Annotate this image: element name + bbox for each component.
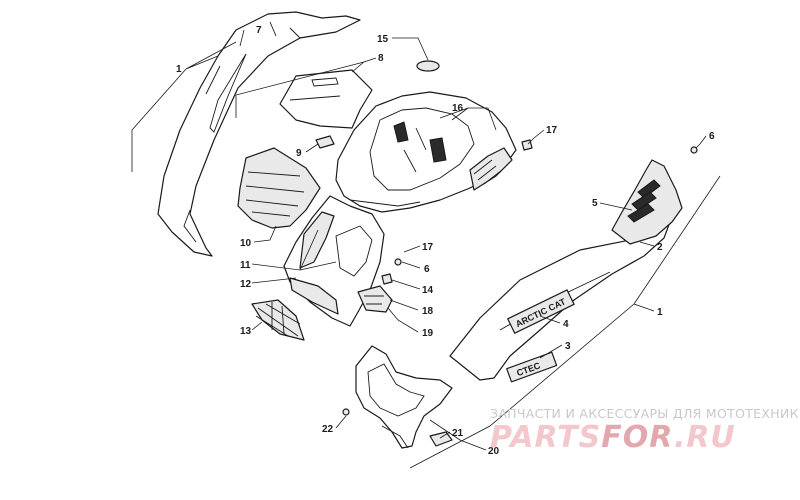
callout-20: 20 — [488, 446, 500, 457]
callout-1-right: 1 — [657, 307, 663, 318]
callout-4: 4 — [563, 319, 569, 330]
callout-labels: 1 7 15 8 16 17 6 9 5 2 10 17 11 6 12 14 … — [176, 25, 715, 457]
part-21-clip — [429, 431, 453, 447]
callout-3: 3 — [565, 341, 571, 352]
callout-16: 16 — [452, 103, 464, 114]
callout-11: 11 — [240, 260, 251, 271]
callout-15: 15 — [377, 34, 389, 45]
callout-21: 21 — [452, 428, 464, 439]
callout-17-mid: 17 — [422, 242, 434, 253]
part-20-belly-pan — [355, 345, 453, 449]
watermark-logo-part3: .RU — [674, 420, 736, 455]
callout-6-mid: 6 — [424, 264, 430, 275]
callout-5: 5 — [592, 198, 598, 209]
part-1-left-side-panel — [157, 11, 361, 257]
part-10-inner-panel — [237, 147, 321, 229]
callout-9: 9 — [296, 148, 302, 159]
callout-12: 12 — [240, 279, 252, 290]
part-22-screw — [342, 408, 350, 416]
callout-13: 13 — [240, 326, 252, 337]
part-6-screw-right — [690, 146, 698, 154]
part-18-bracket — [357, 285, 393, 313]
callout-14: 14 — [422, 285, 434, 296]
callout-18: 18 — [422, 306, 434, 317]
part-15-emblem — [416, 60, 440, 72]
part-3-decal: CTEC — [506, 351, 558, 383]
part-16-hood — [335, 91, 517, 213]
part-8-panel — [279, 69, 373, 129]
watermark-logo: PARTSFOR.RU — [490, 420, 736, 455]
callout-7: 7 — [256, 25, 262, 36]
part-14-screw — [381, 273, 393, 285]
callout-1-left: 1 — [176, 64, 182, 75]
watermark-logo-part1: PARTS — [490, 420, 601, 455]
callout-19: 19 — [422, 328, 434, 339]
callout-22: 22 — [322, 424, 334, 435]
callout-8: 8 — [378, 53, 384, 64]
watermark: ЗАПЧАСТИ И АКСЕССУАРЫ ДЛЯ МОТОТЕХНИКИ PA… — [490, 406, 800, 455]
leader-lines — [131, 29, 721, 469]
callout-2: 2 — [657, 242, 663, 253]
callout-10: 10 — [240, 238, 252, 249]
watermark-logo-part2: FOR — [601, 420, 674, 455]
part-13-grille — [251, 299, 305, 341]
part-9-clip — [315, 135, 335, 149]
watermark-caption: ЗАПЧАСТИ И АКСЕССУАРЫ ДЛЯ МОТОТЕХНИКИ — [490, 406, 800, 421]
part-6-screw-mid — [394, 258, 402, 266]
callout-17-top: 17 — [546, 125, 558, 136]
callout-6-right: 6 — [709, 131, 715, 142]
